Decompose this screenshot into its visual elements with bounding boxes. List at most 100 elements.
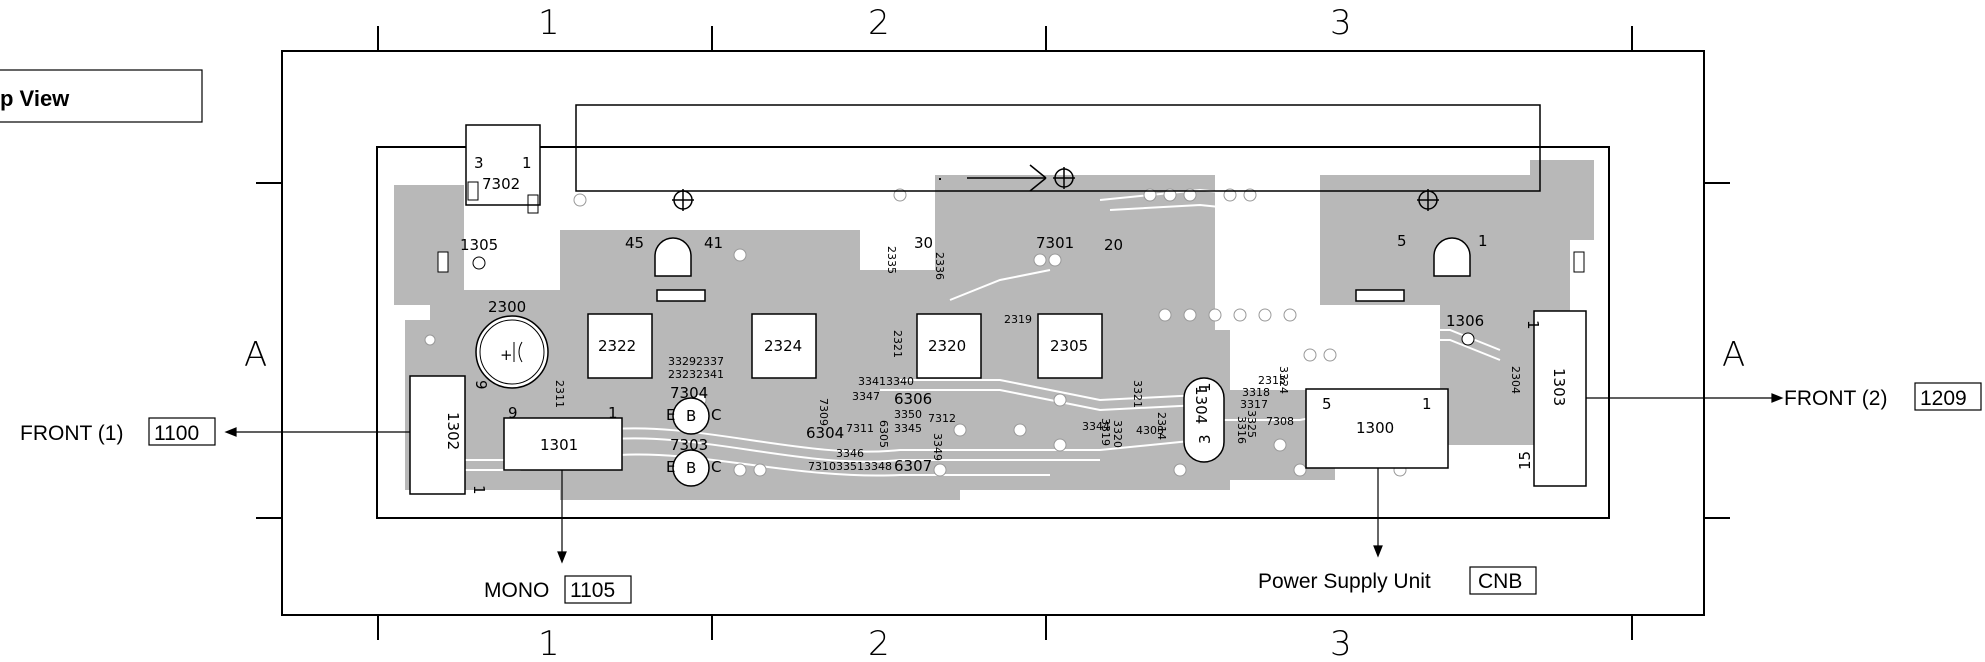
grid-col-top-3: 3: [1330, 3, 1352, 43]
label-c2319: 2319: [1004, 313, 1032, 326]
label-pin41: 41: [704, 234, 723, 252]
label-c2335: 2335: [885, 246, 898, 274]
grid-col-bottom-1: 1: [538, 624, 560, 662]
svg-text:B: B: [686, 407, 696, 425]
label-c2341: 2341: [696, 368, 724, 381]
label-c1304: 1304: [1192, 386, 1210, 424]
label-c2337: 2337: [696, 355, 724, 368]
mounting-holes: [672, 164, 1439, 211]
grid-row-right: A: [1722, 335, 1745, 375]
view-title-box: [0, 69, 203, 123]
label-c2321: 2321: [891, 330, 904, 358]
svg-text:C: C: [711, 458, 721, 476]
grid-col-bottom-3: 3: [1330, 624, 1352, 662]
psu-ref: CNB: [1478, 570, 1522, 593]
label-c6306: 6306: [894, 390, 932, 408]
label-c2320: 2320: [928, 337, 966, 355]
label-c7304: 7304: [670, 384, 708, 402]
label-pin1: 1: [1478, 232, 1488, 250]
svg-text:C: C: [711, 406, 721, 424]
label-c6307: 6307: [894, 457, 932, 475]
label-c1301-p9: 9: [508, 404, 518, 422]
grid-row-left: A: [244, 335, 267, 375]
label-c2304: 2304: [1509, 366, 1522, 394]
grid-col-top-1: 1: [538, 3, 560, 43]
label-c2322: 2322: [598, 337, 636, 355]
label-c1301: 1301: [540, 436, 578, 454]
svg-text:B: B: [686, 459, 696, 477]
mono-ref: 1105: [570, 579, 615, 602]
mono-label: MONO: [484, 579, 549, 602]
label-c3345: 3345: [894, 422, 922, 435]
label-c3319: 3319: [1099, 418, 1112, 446]
label-pin20: 20: [1104, 236, 1123, 254]
label-c3316: 3316: [1235, 416, 1248, 444]
label-c7302-p1: 1: [522, 154, 532, 172]
label-c1304-p3: 3: [1196, 434, 1214, 444]
label-c7302-p3: 3: [474, 154, 484, 172]
label-c3347: 3347: [852, 390, 880, 403]
label-pin5: 5: [1397, 232, 1407, 250]
front1-label: FRONT (1): [20, 422, 123, 445]
label-c3351: 3351: [836, 460, 864, 473]
view-title: p View: [0, 86, 70, 111]
front2-ref: 1209: [1920, 387, 1967, 410]
label-c3321: 3321: [1131, 380, 1144, 408]
label-c3317: 3317: [1240, 398, 1268, 411]
front2-label: FRONT (2): [1784, 387, 1887, 410]
arrows: [224, 393, 1784, 564]
label-c6304: 6304: [806, 424, 844, 442]
label-c7311: 7311: [846, 422, 874, 435]
label-c2324: 2324: [764, 337, 802, 355]
label-c7303: 7303: [670, 436, 708, 454]
label-c1301-p1: 1: [608, 404, 618, 422]
label-c1300-p5: 5: [1322, 395, 1332, 413]
label-c2315: 2315: [1258, 374, 1286, 387]
label-c2300: 2300: [488, 298, 526, 316]
label-c7309: 7309: [817, 398, 830, 426]
label-c3350: 3350: [894, 408, 922, 421]
label-c4303: 4303: [1136, 424, 1164, 437]
label-c3325: 3325: [1245, 410, 1258, 438]
display-module: [575, 104, 1541, 192]
label-c1303: 1303: [1550, 368, 1568, 406]
label-c1300: 1300: [1356, 419, 1394, 437]
svg-text:E: E: [666, 406, 675, 424]
label-c3329: 3329: [668, 355, 696, 368]
grid-col-top-2: 2: [868, 3, 890, 43]
label-c7301: 7301: [1036, 234, 1074, 252]
front1-ref: 1100: [154, 422, 199, 445]
grid-ticks: [256, 26, 1730, 640]
label-c3340: 3340: [886, 375, 914, 388]
psu-label: Power Supply Unit: [1258, 570, 1431, 593]
label-c2314: 2314: [1155, 412, 1168, 440]
label-c2323: 2323: [668, 368, 696, 381]
label-c1302-p9: 9: [472, 380, 490, 390]
label-c1302: 1302: [444, 412, 462, 450]
label-c7302: 7302: [482, 175, 520, 193]
outer-frame: [281, 50, 1705, 616]
label-c1305: 1305: [460, 236, 498, 254]
label-pin45: 45: [625, 234, 644, 252]
label-c7308: 7308: [1266, 415, 1294, 428]
label-pin30: 30: [914, 234, 933, 252]
label-c1306: 1306: [1446, 312, 1484, 330]
label-c3320: 3320: [1111, 420, 1124, 448]
label-c7310: 7310: [808, 460, 836, 473]
label-c1300-p1: 1: [1422, 395, 1432, 413]
label-c2305: 2305: [1050, 337, 1088, 355]
label-c3348: 3348: [864, 460, 892, 473]
label-c2336: 2336: [933, 252, 946, 280]
label-c3349: 3349: [931, 433, 944, 461]
cutouts: [654, 237, 1471, 302]
svg-text:E: E: [666, 458, 675, 476]
label-c3341: 3341: [858, 375, 886, 388]
grid-col-bottom-2: 2: [868, 624, 890, 662]
label-c3346: 3346: [836, 447, 864, 460]
label-c6305: 6305: [877, 420, 890, 448]
svg-text:+: +: [500, 346, 513, 364]
label-c3318: 3318: [1242, 386, 1270, 399]
label-c1303-p1: 1: [1524, 320, 1542, 330]
label-c2311: 2311: [553, 380, 566, 408]
